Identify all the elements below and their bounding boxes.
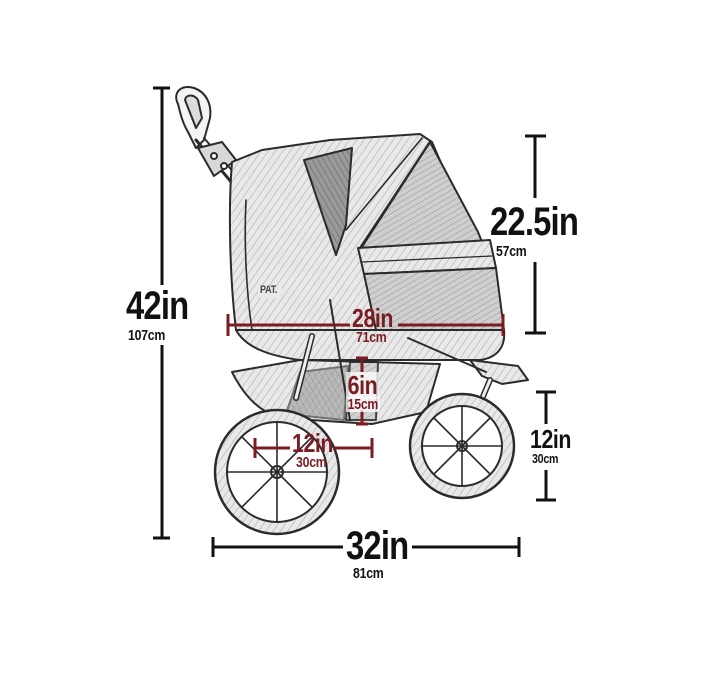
stroller-sketch bbox=[175, 86, 529, 536]
canopy-dimension-line bbox=[525, 134, 546, 335]
total-height-metric-label: 107cm bbox=[128, 327, 166, 344]
cabin-length-metric-label: 71cm bbox=[356, 329, 387, 346]
length-dimension-line bbox=[211, 537, 521, 557]
total-length-metric-label: 81cm bbox=[353, 565, 384, 582]
canopy-height-imperial-label: 22.5in bbox=[490, 200, 579, 244]
rear-wheel-imperial-label: 12in bbox=[292, 428, 334, 458]
height-dimension-line bbox=[153, 86, 170, 540]
basket-depth-imperial-label: 6in bbox=[346, 370, 379, 400]
front-wheel-dimension-line bbox=[536, 390, 556, 502]
total-height-imperial-label: 42in bbox=[126, 284, 189, 328]
canopy-height-metric-label: 57cm bbox=[496, 243, 527, 260]
rear-wheel-dimension-line bbox=[253, 438, 374, 458]
front-wheel bbox=[408, 392, 516, 500]
total-length-imperial-label: 32in bbox=[346, 524, 409, 568]
cabin-length-imperial-label: 28in bbox=[352, 303, 394, 333]
rear-wheel-metric-label: 30cm bbox=[296, 454, 327, 471]
front-wheel-metric-label: 30cm bbox=[532, 451, 559, 466]
rear-wheel bbox=[213, 408, 341, 536]
basket-depth-dimension-line bbox=[356, 356, 368, 426]
brand-mark: PAT. bbox=[260, 284, 278, 296]
front-wheel-imperial-label: 12in bbox=[530, 424, 572, 454]
basket-depth-metric-label: 15cm bbox=[346, 396, 380, 413]
cabin-length-dimension-line bbox=[226, 314, 505, 336]
